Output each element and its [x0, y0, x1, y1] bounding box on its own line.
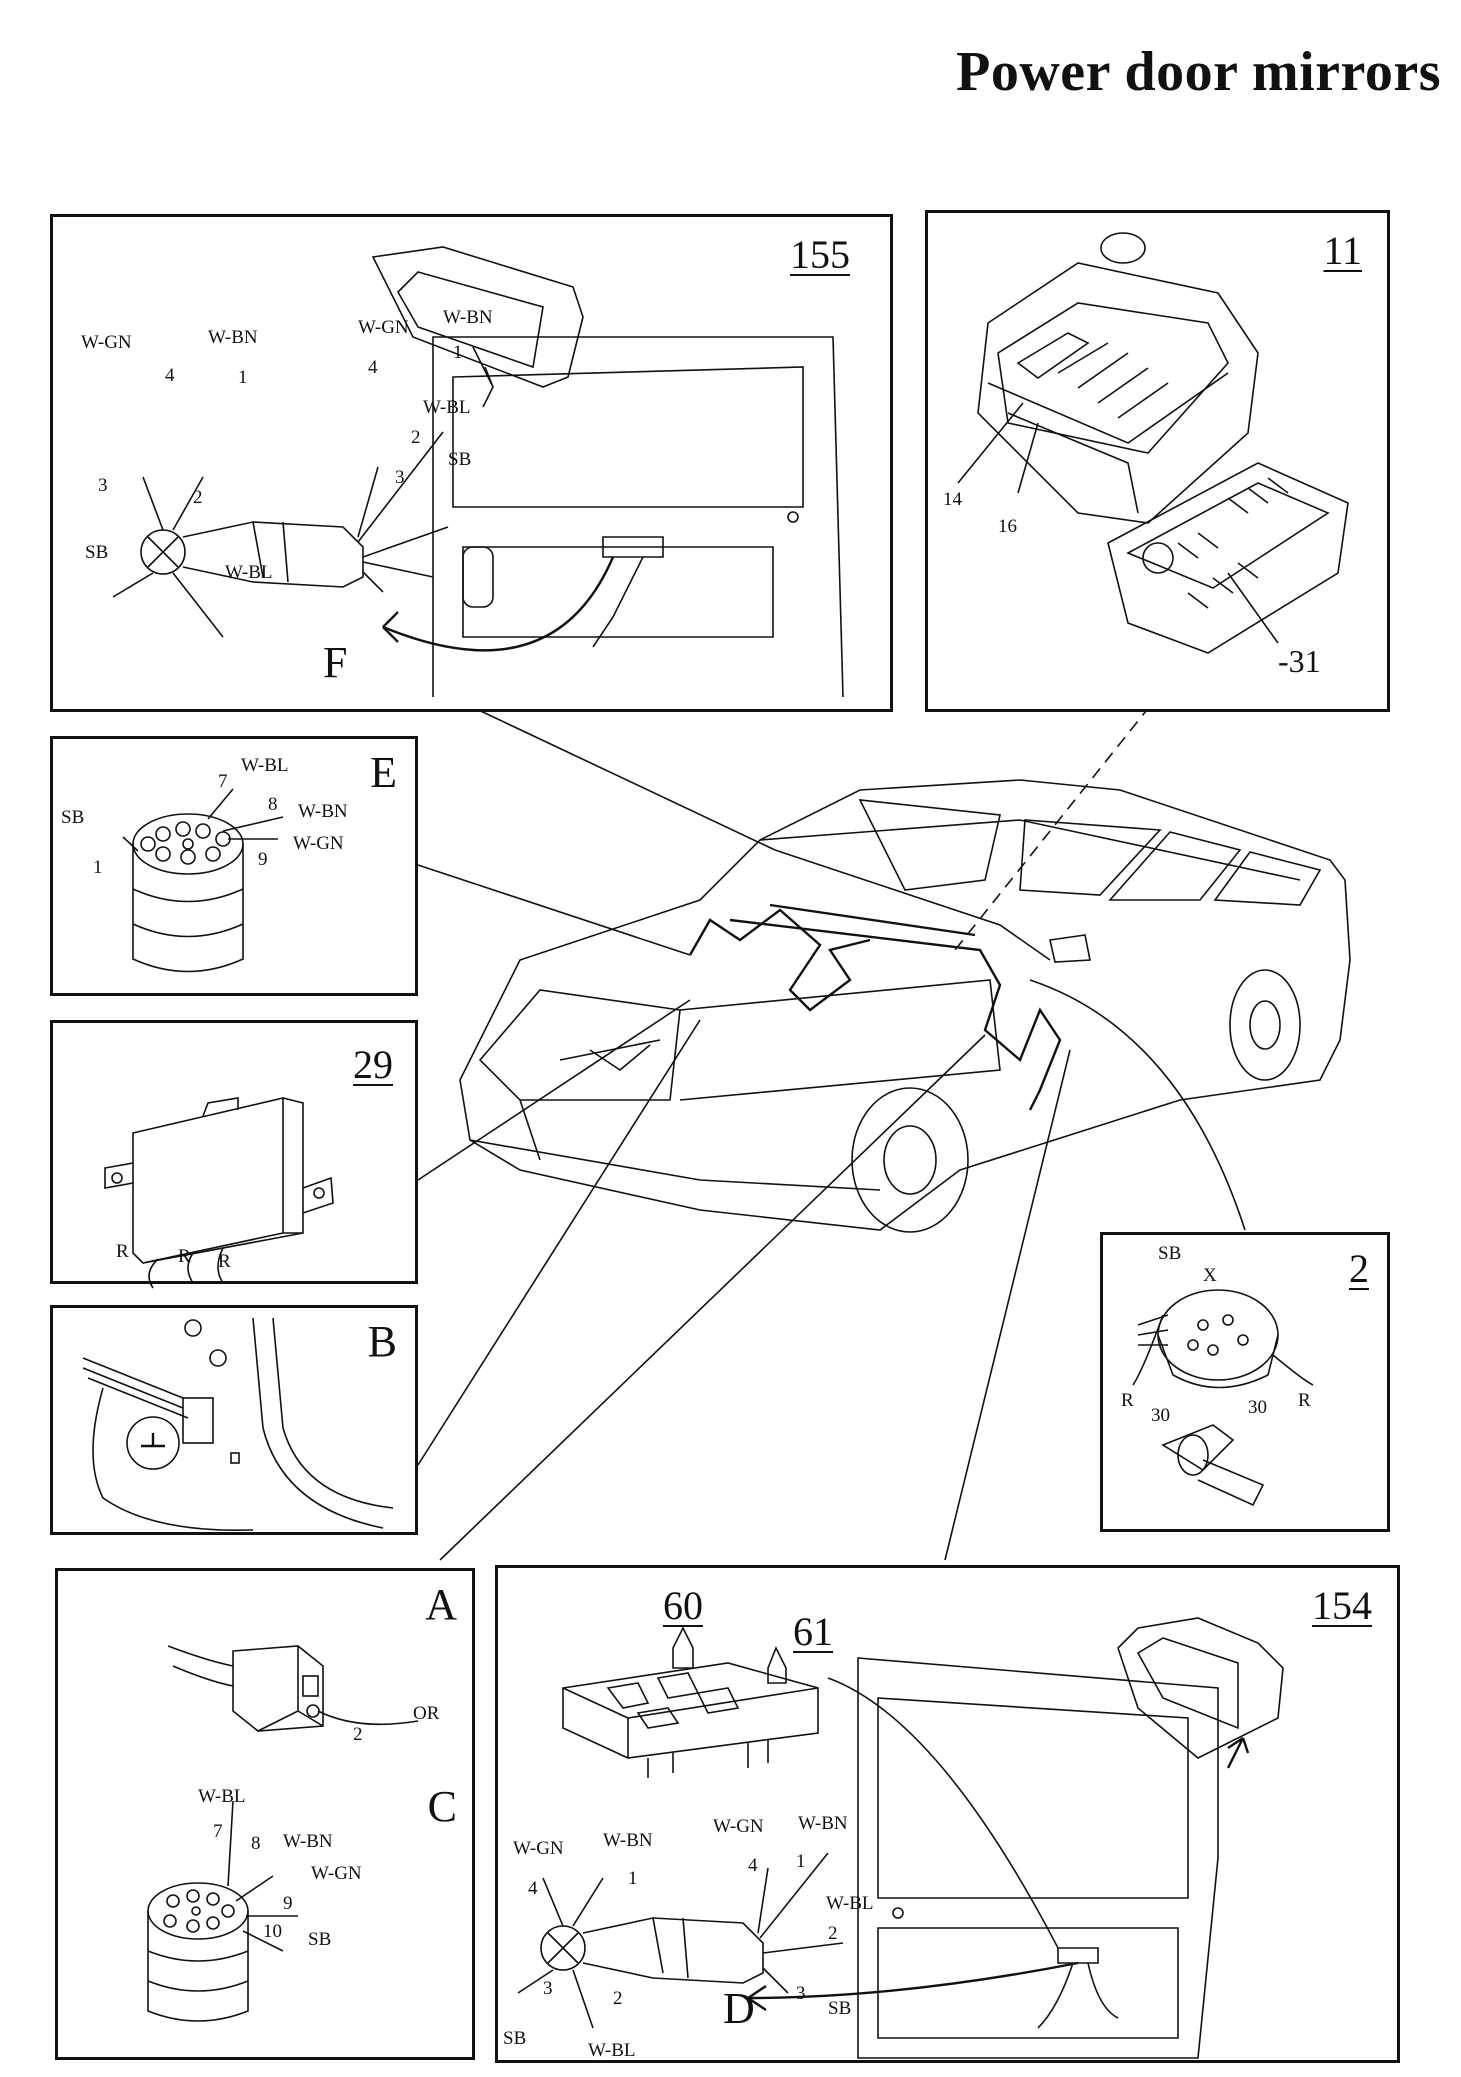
label-pin-1: 1 [93, 857, 103, 878]
label-wire-3: 3 [395, 467, 405, 488]
label-wbl-wire: W-BL [826, 1893, 874, 1914]
callout-b: B [367, 1317, 397, 1366]
label-pin-2: 2 [613, 1988, 623, 2009]
callout-a: A [425, 1580, 457, 1629]
callout-d: D [723, 1984, 755, 2033]
panel-155: 155 W-GN W-BN 4 1 3 2 SB W-BL W-GN W-BN … [50, 214, 893, 712]
label-wgn: W-GN [293, 833, 344, 854]
label-sb-connector: SB [503, 2028, 527, 2049]
label-r-3: R [218, 1251, 231, 1272]
label-wgn-connector: W-GN [81, 332, 132, 353]
label-wbl-wire: W-BL [423, 397, 471, 418]
panel-2: 2 SB X R 30 30 R [1100, 1232, 1390, 1532]
label-30-right: 30 [1248, 1397, 1267, 1418]
panel-number-155: 155 [790, 232, 850, 277]
fuse-relay-box-drawing [957, 232, 1349, 654]
label-30-left: 30 [1151, 1405, 1170, 1426]
label-sb: SB [61, 807, 85, 828]
control-module-drawing [104, 1097, 334, 1289]
label-61: 61 [793, 1609, 833, 1654]
label-wire-2: 2 [828, 1923, 838, 1944]
panel-11: 11 14 16 -31 [925, 210, 1390, 712]
label-wire-1: 1 [796, 1851, 806, 1872]
label-wbn: W-BN [283, 1831, 333, 1852]
label-fuse-31: -31 [1278, 643, 1321, 679]
page-title: Power door mirrors [956, 41, 1441, 103]
label-wbn-wire: W-BN [443, 307, 493, 328]
label-wgn-connector: W-GN [513, 1838, 564, 1859]
label-pin-7: 7 [218, 771, 228, 792]
label-wire-4: 4 [368, 357, 378, 378]
label-pin-10: 10 [263, 1921, 282, 1942]
panel-number-2: 2 [1349, 1246, 1369, 1291]
label-wbn-connector: W-BN [208, 327, 258, 348]
left-door-mirror-drawing [112, 246, 844, 698]
label-wgn-wire: W-GN [358, 317, 409, 338]
label-sb: SB [1158, 1243, 1182, 1264]
panel-154: 154 60 61 D W-GN W-BN 4 1 3 2 SB W-BL W-… [495, 1565, 1400, 2063]
label-wbl: W-BL [241, 755, 289, 776]
callout-e: E [370, 748, 397, 797]
label-wgn: W-GN [311, 1863, 362, 1884]
label-wire-2: 2 [411, 427, 421, 448]
label-or: OR [413, 1703, 440, 1724]
label-sb-connector: SB [85, 542, 109, 563]
connector-a-c-drawing [147, 1645, 419, 2022]
label-r-2: R [178, 1246, 191, 1267]
label-wbl-connector: W-BL [225, 562, 273, 583]
label-fuse-14: 14 [943, 489, 962, 510]
label-wire-1: 1 [453, 342, 463, 363]
label-wbl: W-BL [198, 1786, 246, 1807]
panel-b: B [50, 1305, 418, 1535]
label-wbn-wire: W-BN [798, 1813, 848, 1834]
label-60: 60 [663, 1583, 703, 1628]
panel-number-154: 154 [1312, 1583, 1372, 1628]
ignition-switch-drawing [1132, 1289, 1314, 1507]
panel-number-11: 11 [1323, 228, 1362, 273]
label-fuse-16: 16 [998, 516, 1017, 537]
label-r-1: R [116, 1241, 129, 1262]
label-pin-9: 9 [258, 849, 268, 870]
label-x: X [1203, 1265, 1217, 1286]
label-wbn: W-BN [298, 801, 348, 822]
label-sb: SB [308, 1929, 332, 1950]
label-wgn-wire: W-GN [713, 1816, 764, 1837]
label-wbl-connector: W-BL [588, 2040, 636, 2061]
callout-f: F [323, 638, 348, 687]
ground-point-drawing [82, 1317, 394, 1532]
label-pin-4: 4 [528, 1878, 538, 1899]
label-r-left: R [1121, 1390, 1134, 1411]
label-pin-1: 1 [628, 1868, 638, 1889]
label-pin-8: 8 [251, 1833, 261, 1854]
label-pin-1: 1 [238, 367, 248, 388]
label-pin-9: 9 [283, 1893, 293, 1914]
label-pin-7: 7 [213, 1821, 223, 1842]
label-sb-wire: SB [828, 1998, 852, 2019]
label-wire-4: 4 [748, 1855, 758, 1876]
panel-29: 29 R R R [50, 1020, 418, 1289]
label-r-right: R [1298, 1390, 1311, 1411]
label-pin-3: 3 [543, 1978, 553, 1999]
label-wbn-connector: W-BN [603, 1830, 653, 1851]
label-sb-wire: SB [448, 449, 472, 470]
label-pin-4: 4 [165, 365, 175, 386]
connector-e-drawing [122, 788, 284, 973]
panel-e: E 7 W-BL 8 W-BN SB W-GN 9 1 [50, 736, 418, 996]
label-wire-3: 3 [796, 1983, 806, 2004]
label-pin-2: 2 [353, 1724, 363, 1745]
panel-a-c: A C 2 OR W-BL 7 8 W-BN W-GN 9 10 SB [55, 1568, 475, 2060]
panel-number-29: 29 [353, 1042, 393, 1087]
label-pin-3: 3 [98, 475, 108, 496]
label-pin-2: 2 [193, 487, 203, 508]
callout-c: C [427, 1782, 457, 1831]
label-pin-8: 8 [268, 794, 278, 815]
right-door-mirror-drawing [517, 1617, 1284, 2059]
